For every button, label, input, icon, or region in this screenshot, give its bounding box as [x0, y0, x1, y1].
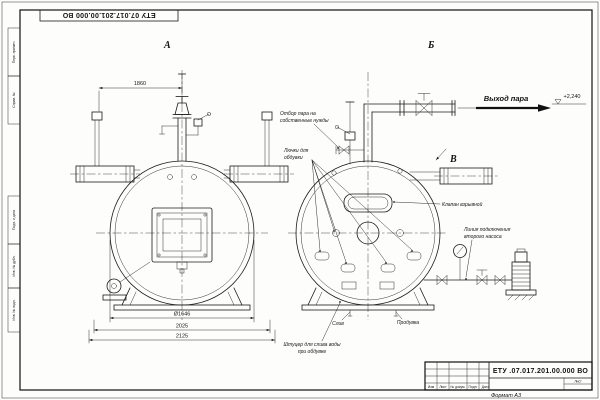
feed-pump-left: [102, 261, 151, 301]
view-b-label: Б: [427, 40, 435, 51]
saddle-support: [301, 287, 435, 317]
view-a-label: А: [163, 40, 171, 51]
annotation-drain-fitting: при обдувке: [298, 349, 327, 355]
steam-outlet-piping: [334, 93, 477, 165]
safety-valve-icon: [193, 118, 203, 127]
dim-overall-width: 2125: [176, 334, 188, 340]
title-block: Изм Лист № докум. Подп. Дата ЕТУ .07.017…: [424, 361, 593, 399]
safety-valve-icon: [344, 131, 356, 141]
annotation-explosion-valve: Клапан взрывной: [442, 201, 483, 208]
annotation-level-mark: +2,240: [564, 94, 581, 100]
furnace-door: [151, 207, 213, 274]
annotation-hatches: Лючки для: [283, 148, 309, 154]
annotation-drain-fitting: Штуцер для слива воды: [283, 342, 340, 348]
pressure-gauge-icon: [453, 244, 467, 281]
annotation-hatches: обдувки: [284, 155, 303, 161]
feedwater-line: [423, 244, 537, 301]
title-designation: ЕТУ .07.017.201.00.000 ВО: [493, 368, 589, 375]
annotations: Выход пара +2,240 Отбор пара на собствен…: [280, 94, 587, 355]
second-pump-icon: [505, 248, 537, 301]
view-v-label: В: [449, 154, 457, 165]
dim-diameter: Ø1646: [174, 312, 191, 318]
title-col-list: Лист: [439, 385, 447, 389]
steam-valve-stand: [159, 73, 211, 162]
gate-valve-icon: [415, 93, 433, 116]
format-label: Формат А3: [491, 393, 522, 399]
view-a-front: А: [70, 40, 294, 320]
annotation-steam-tap: Отбор пара на: [280, 111, 316, 117]
annotation-drain: Слив: [332, 321, 344, 327]
annotation-second-pump: второго насоса: [464, 234, 502, 240]
right-header: В: [409, 148, 498, 185]
annotation-steam-tap: собственные нужды: [280, 118, 329, 124]
side-column-label: Перв. примен.: [12, 41, 16, 64]
title-col-docnum: № докум.: [451, 385, 466, 389]
dim-top-width: 1860: [134, 81, 146, 87]
side-column-label: Инв. № дубл.: [12, 255, 16, 276]
title-col-data: Дата: [482, 385, 490, 389]
side-column-label: Справ. №: [12, 92, 16, 108]
annotation-second-pump: Линия подключения: [463, 227, 511, 233]
side-column-label: Инв. № подл.: [12, 299, 16, 320]
level-mark-icon: [554, 99, 562, 105]
steam-outlet-arrow: [538, 104, 551, 112]
side-headers: [70, 111, 294, 183]
top-stamp-doc-number: ЕТУ 07.017.201.00.000 ВО: [62, 11, 155, 18]
valve-with-handwheel-icon: [476, 269, 488, 285]
title-col-izm: Изм: [428, 385, 435, 389]
annotation-steam-outlet: Выход пара: [484, 94, 529, 103]
annotation-blowdown: Продувка: [397, 320, 419, 326]
top-stamp-box: [39, 9, 179, 22]
dim-base-width: 2025: [176, 324, 188, 330]
title-col-podp: Подп.: [468, 385, 477, 389]
dimensions: 1860 Ø1646 2025 2125: [88, 81, 276, 344]
manhole-and-hatches: [314, 168, 422, 290]
view-b-rear: Б: [288, 40, 537, 320]
side-column-label: Подп. и дата: [12, 210, 16, 230]
saddle-support: [113, 287, 251, 311]
title-sheet-label: Лист: [574, 380, 582, 384]
